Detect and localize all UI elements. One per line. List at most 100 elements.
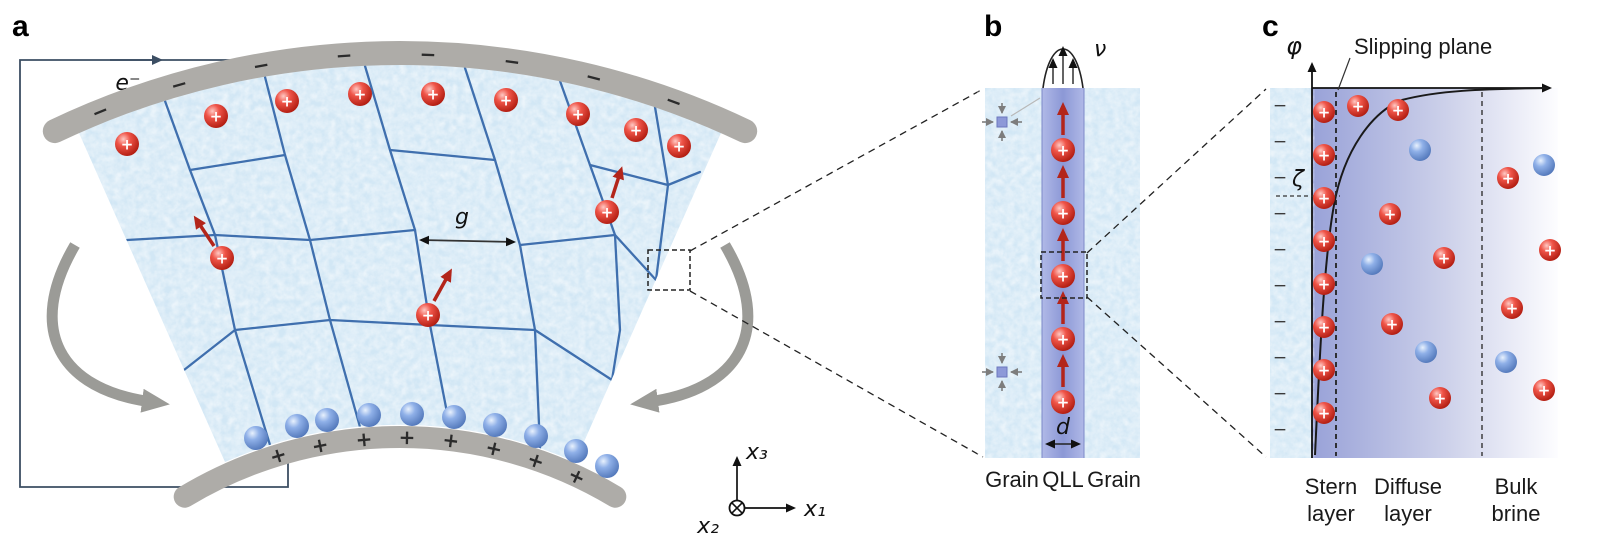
positive-ion bbox=[204, 104, 228, 128]
plus-sign: + bbox=[483, 435, 505, 462]
qll-thickness-label: d bbox=[1056, 415, 1071, 440]
bulk-positive-ion bbox=[1539, 239, 1561, 261]
positive-ion bbox=[1051, 264, 1075, 288]
plus-sign: + bbox=[398, 425, 415, 449]
stern-positive-ion bbox=[1313, 316, 1335, 338]
surface-charge-signs: −−−−−−−−−− bbox=[1273, 96, 1287, 440]
negative-ion bbox=[564, 439, 588, 463]
bulk-brine-label-2: brine bbox=[1492, 501, 1541, 526]
diffuse-positive-ion bbox=[1347, 95, 1369, 117]
positive-ion bbox=[1051, 327, 1075, 351]
zoom-connector-top-ab bbox=[689, 88, 984, 252]
velocity-arrows bbox=[1048, 46, 1078, 84]
positive-ion bbox=[624, 118, 648, 142]
zoom-connector-bottom-bc bbox=[1086, 296, 1267, 458]
minus-sign: − bbox=[251, 52, 272, 79]
minus-sign: − bbox=[1273, 96, 1287, 116]
diffuse-layer-label-1: Diffuse bbox=[1374, 474, 1442, 499]
positive-ion bbox=[1051, 390, 1075, 414]
compression-indicator-bottom bbox=[982, 353, 1022, 391]
negative-ion bbox=[483, 413, 507, 437]
positive-ion bbox=[494, 88, 518, 112]
minus-sign: − bbox=[1273, 168, 1287, 188]
minus-sign: − bbox=[1273, 348, 1287, 368]
pointer-line bbox=[1010, 97, 1041, 117]
stern-positive-ion bbox=[1313, 187, 1335, 209]
bulk-negative-ion bbox=[1533, 154, 1555, 176]
positive-ion bbox=[275, 89, 299, 113]
top-electrode-signs: −−−−−−−− bbox=[88, 42, 686, 126]
stern-positive-ion bbox=[1313, 359, 1335, 381]
positive-ion bbox=[348, 82, 372, 106]
minus-sign: − bbox=[168, 70, 191, 98]
positive-ion bbox=[1051, 201, 1075, 225]
positive-ion bbox=[115, 132, 139, 156]
minus-sign: − bbox=[1273, 384, 1287, 404]
diffuse-positive-ion bbox=[1379, 203, 1401, 225]
minus-sign: − bbox=[1273, 420, 1287, 440]
positive-ion bbox=[566, 102, 590, 126]
zeta-label: ζ bbox=[1291, 167, 1305, 192]
plus-sign: + bbox=[355, 427, 374, 452]
slipping-plane-label: Slipping plane bbox=[1354, 34, 1492, 59]
x1-label: x₁ bbox=[803, 497, 826, 522]
migrating-positive-ion bbox=[210, 246, 234, 270]
negative-ion bbox=[400, 402, 424, 426]
diffuse-positive-ion bbox=[1429, 387, 1451, 409]
minus-sign: − bbox=[662, 87, 686, 115]
ion-migration-arrows bbox=[193, 166, 624, 302]
positive-ion bbox=[421, 82, 445, 106]
zoom-connector-top-bc bbox=[1086, 88, 1267, 254]
minus-sign: − bbox=[1273, 240, 1287, 260]
zoom-box-a bbox=[647, 249, 691, 291]
bulk-negative-ions bbox=[1495, 154, 1555, 373]
bend-arrow-left bbox=[46, 242, 170, 413]
positive-ion bbox=[1051, 138, 1075, 162]
migrating-positive-ion bbox=[595, 200, 619, 224]
velocity-label: ν bbox=[1094, 37, 1106, 62]
stern-positive-ion bbox=[1313, 144, 1335, 166]
bulk-negative-ion bbox=[1495, 351, 1517, 373]
bulk-positive-ion bbox=[1497, 167, 1519, 189]
negative-ion bbox=[357, 403, 381, 427]
minus-sign: − bbox=[419, 42, 437, 67]
bulk-positive-ion bbox=[1501, 297, 1523, 319]
potential-label: φ bbox=[1286, 32, 1302, 60]
stern-layer-label-1: Stern bbox=[1305, 474, 1358, 499]
negative-ion bbox=[442, 405, 466, 429]
grain-size-label: g bbox=[455, 205, 469, 230]
plus-sign: + bbox=[524, 446, 548, 474]
plus-sign: + bbox=[310, 432, 331, 459]
stress-square bbox=[996, 366, 1008, 378]
qll-label: QLL bbox=[1042, 467, 1084, 492]
grain-size-arrow bbox=[419, 235, 516, 247]
x2-label: x₂ bbox=[696, 514, 719, 539]
compression-indicator-top bbox=[982, 97, 1041, 141]
negative-ion bbox=[524, 424, 548, 448]
diffuse-positive-ion bbox=[1387, 99, 1409, 121]
stern-positive-ion bbox=[1313, 273, 1335, 295]
top-electrode bbox=[42, 41, 758, 144]
migrating-positive-ion bbox=[416, 303, 440, 327]
diffuse-layer-negative-ions bbox=[1361, 139, 1437, 363]
positive-ion bbox=[667, 134, 691, 158]
x2-cross-icon bbox=[731, 502, 743, 514]
circuit-wire bbox=[19, 59, 289, 488]
stern-positive-ion bbox=[1313, 101, 1335, 123]
bottom-electrode bbox=[173, 426, 627, 508]
compression-arrows bbox=[982, 103, 1022, 141]
stress-square bbox=[996, 116, 1008, 128]
zoom-box-b bbox=[1040, 251, 1088, 299]
negative-ion bbox=[315, 408, 339, 432]
grain-left-label: Grain bbox=[985, 467, 1039, 492]
panel-c-label: c bbox=[1262, 10, 1279, 43]
plus-sign: + bbox=[267, 441, 290, 469]
stern-layer-label-2: layer bbox=[1307, 501, 1355, 526]
diffuse-layer-label-2: layer bbox=[1384, 501, 1432, 526]
zoom-connector-bottom-ab bbox=[689, 290, 984, 458]
minus-sign: − bbox=[1273, 204, 1287, 224]
diffuse-positive-ion bbox=[1381, 313, 1403, 335]
negative-ion bbox=[595, 454, 619, 478]
minus-sign: − bbox=[583, 64, 605, 91]
